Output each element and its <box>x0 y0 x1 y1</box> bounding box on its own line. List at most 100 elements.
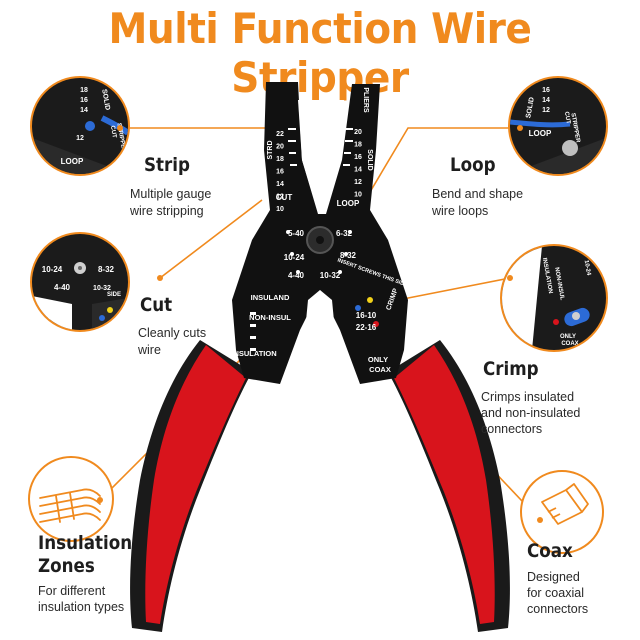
strip-callout-dot <box>117 125 123 131</box>
cut-callout-dot <box>157 275 163 281</box>
strd-label: STRD <box>267 140 274 159</box>
screw-holes <box>286 230 352 274</box>
only-coax-label: COAX <box>369 365 391 374</box>
solid-gauge-label: 12 <box>354 179 362 186</box>
screw-size-label: 8-32 <box>340 251 357 260</box>
cut-detail-size: 10-32 <box>93 285 111 292</box>
strd-gauge-label: 20 <box>276 144 284 151</box>
insulation-callout-dot <box>97 497 103 503</box>
insulation-desc-line-2: insulation types <box>38 600 125 614</box>
cut-detail-size: 10-24 <box>42 265 63 274</box>
coax-callout-dot <box>537 517 543 523</box>
strip-detail-gauge: 16 <box>80 97 88 104</box>
loop-detail-gauge: 12 <box>542 107 550 114</box>
crimp-dot-yellow <box>367 297 373 303</box>
crimp-detail-non-insul: NON-INSUL <box>553 267 565 301</box>
strd-gauge-label: 10 <box>276 206 284 213</box>
left-handle-red <box>145 345 246 624</box>
coax-desc-line-3: connectors <box>527 602 589 616</box>
solid-gauge-label: 20 <box>354 129 362 136</box>
solid-gauge-label: 18 <box>354 142 362 149</box>
coax-desc-line-1: Designed <box>527 570 580 584</box>
crimp-title: Crimp <box>483 358 539 380</box>
crimp-callout-dot <box>507 275 513 281</box>
loop-title: Loop <box>450 154 496 176</box>
strip-detail-cut-stripper: CUT <box>109 125 117 139</box>
loop-desc-line-1: Bend and shape <box>432 187 524 201</box>
screw-size-label: 10-32 <box>320 271 341 280</box>
crimp-detail-size: 10-24 <box>583 260 592 277</box>
crimp-desc-line-1: Crimps insulated <box>481 390 575 404</box>
screw-size-label: 4-40 <box>288 271 305 280</box>
loop-detail-loop: LOOP <box>529 129 552 138</box>
strip-notches <box>288 128 353 166</box>
cut-title: Cut <box>140 294 173 316</box>
loop-detail-cut-stripper: STRIPPER <box>569 113 580 144</box>
strd-gauge-label: 14 <box>276 181 284 188</box>
strd-gauge-label: 16 <box>276 169 284 176</box>
loop-desc-line-2: wire loops <box>432 204 489 218</box>
lower-gap <box>300 290 340 384</box>
solid-gauge-label: 16 <box>354 154 362 161</box>
crimp-desc-line-3: connectors <box>481 422 543 436</box>
coax-detail-circle <box>520 470 604 554</box>
crimp-dot-red <box>373 321 379 327</box>
screw-size-label: 10-24 <box>284 253 305 262</box>
cut-detail-side: SIDE <box>107 292 121 298</box>
strip-detail-gauge: 14 <box>80 107 88 114</box>
solid-gauge-label: 14 <box>354 167 362 174</box>
loop-callout-line <box>369 127 520 193</box>
insulation-title-line-2: Zones <box>38 555 95 577</box>
page-title: Multi Function Wire Stripper <box>108 4 532 102</box>
cut-detail-size: 8-32 <box>98 265 115 274</box>
loop-detail-cut-stripper: CUT <box>563 111 571 125</box>
coax-title: Coax <box>527 540 573 562</box>
cut-desc-line-1: Cleanly cuts <box>138 326 207 340</box>
coax-desc-line-2: for coaxial <box>527 586 584 600</box>
loop-detail-gauge: 14 <box>542 97 550 104</box>
insuland-label: INSULAND <box>251 293 290 302</box>
cut-desc-line-2: wire <box>138 343 161 357</box>
strip-desc-line-1: Multiple gauge <box>130 187 212 201</box>
insulation-notches <box>250 312 256 351</box>
crimp-size-label: 16-10 <box>356 311 377 320</box>
loop-label: LOOP <box>337 199 360 208</box>
jaw-gap <box>298 100 344 212</box>
loop-callout-dot <box>517 125 523 131</box>
strip-detail-loop: LOOP <box>61 157 84 166</box>
coax-connector-icon <box>541 483 589 525</box>
crimp-desc-line-2: and non-insulated <box>481 406 581 420</box>
pliers-label: PLIERS <box>362 87 369 113</box>
strip-title: Strip <box>144 154 190 176</box>
strip-desc-line-2: wire stripping <box>130 204 204 218</box>
strd-gauge-label: 12 <box>276 194 284 201</box>
strip-detail-gauge: 18 <box>80 87 88 94</box>
strd-gauge-label: 18 <box>276 156 284 163</box>
crimp-detail-only-coax: ONLY <box>560 334 576 340</box>
solid-gauge-label: 10 <box>354 192 362 199</box>
crimp-size-label: 22-16 <box>356 323 377 332</box>
insulation-desc-line-1: For different <box>38 584 106 598</box>
crimp-callout-line <box>397 277 511 301</box>
non-insul-label: NON-INSUL <box>249 313 291 322</box>
screw-size-label: 5-40 <box>288 229 305 238</box>
cut-label: CUT <box>276 193 293 202</box>
cut-detail-size: 4-40 <box>54 283 71 292</box>
right-handle-red <box>394 345 495 624</box>
loop-detail-solid: SOLID <box>525 97 536 119</box>
only-coax-label: ONLY <box>368 355 388 364</box>
loop-detail-gauge: 16 <box>542 87 550 94</box>
screw-size-label: 6-32 <box>336 229 353 238</box>
cut-callout-line <box>159 199 263 279</box>
strd-gauge-label: 22 <box>276 131 284 138</box>
insulation-title-line-1: Insulation <box>38 532 133 554</box>
